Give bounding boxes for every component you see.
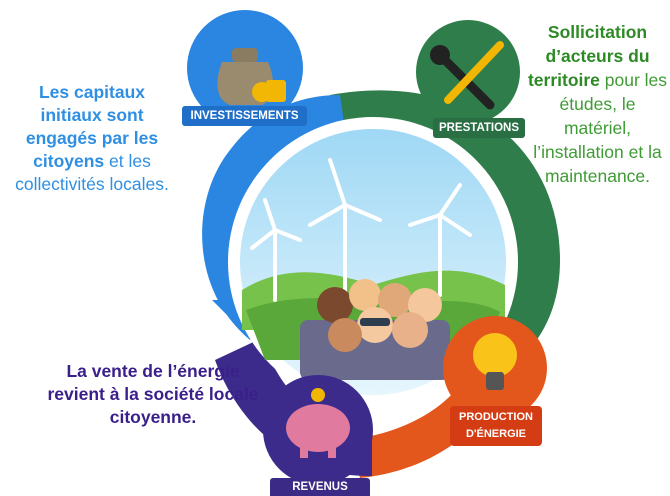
- investissements-label: INVESTISSEMENTS: [182, 106, 307, 126]
- wind-turbines: [250, 158, 472, 302]
- investment-description: Les capitaux initiaux sont engagés par l…: [8, 81, 176, 196]
- production-label-line2: D'ÉNERGIE: [465, 428, 527, 440]
- wrench-screwdriver-icon: [430, 41, 504, 110]
- production-label: PRODUCTION D'ÉNERGIE: [450, 406, 542, 446]
- services-description-normal: pour les études, le matériel, l’installa…: [533, 70, 668, 186]
- production-label-line1: PRODUCTION: [459, 411, 533, 423]
- revenue-description: La vente de l’énergie revient à la socié…: [47, 361, 259, 427]
- investment-description-bold: Les capitaux initiaux sont engagés par l…: [25, 82, 159, 171]
- piggy-bank-icon: [286, 388, 350, 458]
- services-description: Sollicitation d’acteurs du territoire po…: [525, 20, 670, 188]
- prestations-icon-circle: [416, 20, 520, 124]
- services-description-bold: Sollicitation d’acteurs du territoire: [527, 22, 650, 90]
- prestations-label: PRESTATIONS: [433, 118, 525, 138]
- money-bag-icon: [217, 48, 286, 105]
- lightbulb-icon: [473, 333, 517, 390]
- investment-description-normal: et les collectivités locales.: [15, 151, 169, 194]
- revenus-label: REVENUS: [270, 478, 370, 496]
- citizens-group: [300, 279, 450, 380]
